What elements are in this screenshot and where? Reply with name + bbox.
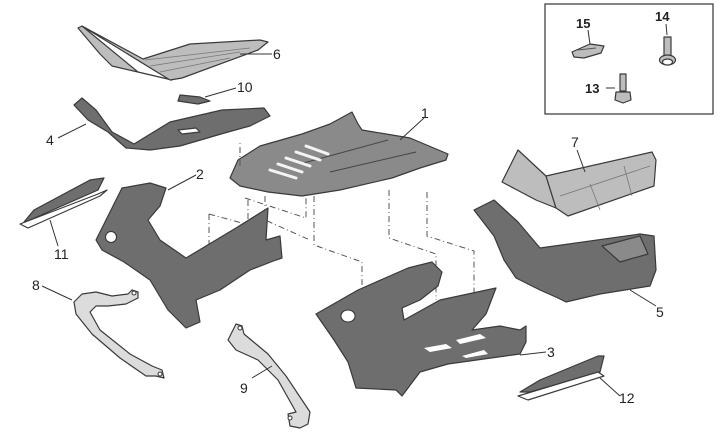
leader-2	[167, 174, 197, 191]
leader-5	[629, 289, 657, 307]
label-1: 1	[421, 105, 429, 121]
hardware-inset: 15 14 13	[544, 3, 714, 115]
leader-1	[399, 117, 425, 141]
label-3: 3	[547, 344, 555, 360]
screw-part-14	[658, 36, 677, 66]
leader-15	[587, 29, 591, 45]
label-5: 5	[656, 304, 664, 320]
floor-panel-part-1	[229, 111, 449, 197]
footboard-mat-part-6	[77, 25, 269, 81]
label-14: 14	[655, 9, 670, 24]
leader-4	[57, 123, 87, 139]
label-8: 8	[32, 277, 40, 293]
label-12: 12	[619, 390, 635, 406]
tube-part-8	[73, 289, 165, 379]
leader-11	[49, 219, 59, 247]
side-fairing-part-3	[315, 261, 527, 397]
label-9: 9	[240, 380, 248, 396]
label-13: 13	[585, 81, 599, 96]
leader-14	[665, 23, 668, 36]
label-15: 15	[576, 16, 590, 31]
footboard-mat-part-7	[501, 149, 657, 217]
screw-part-13	[614, 73, 632, 104]
leader-7	[576, 149, 586, 173]
tube-part-9	[227, 323, 311, 429]
leader-12	[599, 377, 621, 397]
footrest-support-part-5	[473, 199, 657, 303]
label-10: 10	[237, 79, 253, 95]
label-2: 2	[196, 166, 204, 182]
pad-part-10	[177, 94, 211, 105]
label-4: 4	[46, 132, 54, 148]
label-7: 7	[571, 134, 579, 150]
footrest-support-part-4	[73, 97, 271, 151]
leader-8	[41, 285, 73, 301]
trim-strip-part-12	[517, 355, 605, 401]
leader-10	[204, 87, 237, 98]
side-fairing-part-2	[95, 182, 283, 329]
leader-3	[519, 351, 547, 356]
label-6: 6	[273, 46, 281, 62]
label-11: 11	[54, 246, 69, 262]
trim-strip-part-11	[19, 177, 108, 229]
leader-9	[251, 365, 273, 379]
